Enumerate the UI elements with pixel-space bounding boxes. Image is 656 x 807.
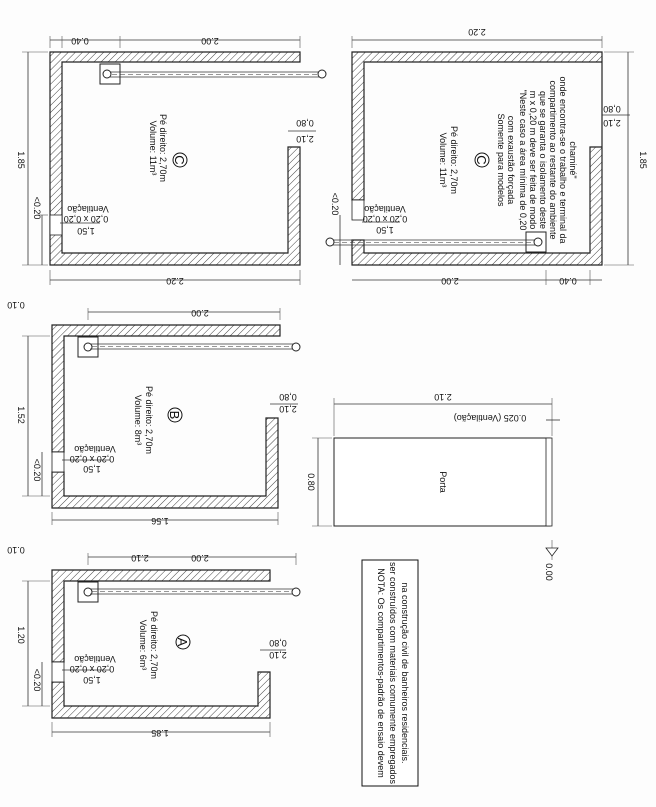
room-c-dim-220: 2.20 [166,276,184,286]
note-box: NOTA: Os compartimentos-padrão de ensaio… [361,559,419,787]
room-a-vent-size: 0,20 x 0,20 [70,664,115,674]
note-line-3: na construção civil de banheiros residen… [400,582,410,763]
room-c-ventilation-opening [49,214,63,236]
room-c-alt-pipe-end [325,237,335,247]
room-a-dim-200: 2.00 [191,553,209,563]
room-a-dim-010: 0.10 [7,545,25,555]
door-leaf [333,437,551,527]
room-c-flue-circle [102,69,112,79]
room-c-alt-note-line6: chaminé" [568,141,578,178]
room-c-dim-200: 2.00 [201,36,219,46]
room-c-vent-height: 1,50 [77,226,95,236]
note-frame [361,559,419,787]
room-a-label-circle [175,634,191,650]
room-b-dim-152: 1.52 [16,406,26,424]
room-c-dim-210: 2,10 [296,134,314,144]
room-c-wall [49,51,301,266]
room-c-alt-ventilation-opening [351,199,365,221]
room-a-vent-height: 1,50 [83,675,101,685]
room-a-dim-185: 1.85 [151,728,169,738]
room-b-dim-080: 0,80 [279,392,297,402]
room-c-vent-size: 0,20 x 0,20 [64,214,109,224]
room-b-vent-height: 1,50 [83,464,101,474]
room-c-id: C [172,155,187,164]
room-b-ceiling-height: Pé direito: 2,70m [144,386,154,454]
room-c-ceiling-height: Pé direito: 2,70m [158,114,168,182]
floor-level-marker [545,547,559,557]
room-b-id: B [167,411,182,420]
floor-level-label: 0.00 [544,563,554,581]
door-dim-080: 0.80 [306,473,316,491]
room-a-ceiling-height: Pé direito: 2,70m [149,611,159,679]
room-c-alt-vent-size: 0,20 x 0,20 [363,214,408,224]
room-c-dim-185: 1.85 [16,151,26,169]
room-b-pipe-end [291,342,301,352]
door-dim-210: 2.10 [434,392,452,402]
room-c-alt-dim-210: 2,10 [603,118,621,128]
room-c-alt-dim-020: <0.20 [330,193,340,216]
room-b-vent-size: 0,20 x 0,20 [70,454,115,464]
room-c-alt-note-line4: compartimento ao restante do ambiente [548,80,558,239]
room-c-dim-040: 0.40 [71,36,89,46]
room-c-alt-wall [351,51,603,266]
room-b-dim-156: 1.56 [151,516,169,526]
room-b-dim-200: 2.00 [191,308,209,318]
room-a-dim-210-top: 2.10 [131,553,149,563]
room-c-alt-plan: 2.20 2.00 0.40 1.85 <0.20 0,80 2,10 Vent… [325,27,648,286]
room-a-volume: Volume: 6m³ [138,620,148,671]
room-c-dim-020: <0.20 [32,197,42,220]
room-c-dim-080: 0,80 [296,118,314,128]
door-gap [545,437,553,527]
room-c-alt-models-line1: Somente para modelos [496,113,506,207]
room-c-alt-note-line5: onde encontra-se o trabalho e terminal d… [558,76,568,243]
room-a-dim-210: 2,10 [269,650,287,660]
room-c-volume: Volume: 11m³ [148,121,158,176]
room-c-vent-label: Ventilação [67,204,109,214]
room-c-label-circle [172,152,188,168]
room-a-dim-020: <0.20 [32,669,42,692]
room-c-alt-note-line2: m x 0,20 m deve ser feita de modo [528,91,538,230]
room-c-pipe-end [317,69,327,79]
door-detail: 2.10 0.025 (Ventilação) 0.80 Porta 0.00 [306,392,560,581]
room-b-volume: Volume: 8m³ [133,395,143,446]
room-b-vent-label: Ventilação [74,444,116,454]
room-c-alt-note-line3: que se garanta o isolamento deste [538,91,548,229]
room-a-pipe-end [291,587,301,597]
door-dim-ventilation: 0.025 (Ventilação) [454,413,527,423]
door-label: Porta [438,471,448,493]
room-c-plan: 0.40 2.00 2.20 1.85 <0.20 0,80 2,10 Vent… [16,36,327,286]
note-line-2: ser construídos com materiais comumente … [388,562,398,785]
note-line-1: NOTA: Os compartimentos-padrão de ensaio… [376,568,386,777]
room-a-vent-label: Ventilação [74,654,116,664]
room-a-plan: 0.10 2.00 2.10 1.85 1.20 <0.20 0,80 2,10… [7,545,301,738]
room-c-alt-dim-200: 2.00 [441,276,459,286]
room-b-label-circle [167,407,183,423]
room-a-ventilation-opening [51,661,65,683]
room-b-plan: 0.10 2.00 1.56 1.52 <0.20 0,80 2,10 Vent… [7,300,301,526]
room-b-dim-020: <0.20 [32,459,42,482]
room-c-alt-id: C [474,155,489,164]
room-c-alt-dim-040: 0.40 [559,276,577,286]
room-c-alt-vent-label: Ventilação [364,204,406,214]
room-c-alt-dim-080: 0,80 [603,104,621,114]
room-a-dim-080: 0,80 [269,638,287,648]
room-c-alt-volume: Volume: 11m³ [438,133,448,188]
room-c-alt-flue-circle [533,237,543,247]
room-c-alt-label-circle [474,152,490,168]
room-b-ventilation-opening [51,451,65,473]
room-c-alt-models-line2: com exaustão forçada [506,116,516,205]
room-c-alt-note-line1: "Neste caso a área mínima de 0,20 [518,90,528,231]
room-c-alt-ceiling-height: Pé direito: 2,70m [449,126,459,194]
room-b-dim-210: 2,10 [279,404,297,414]
room-a-id: A [175,638,190,647]
room-c-alt-dim-220: 2.20 [468,27,486,37]
room-c-alt-dim-185: 1.85 [638,151,648,169]
room-b-dim-010: 0.10 [7,300,25,310]
room-a-dim-120: 1.20 [16,626,26,644]
room-c-alt-vent-height: 1,50 [376,225,394,235]
